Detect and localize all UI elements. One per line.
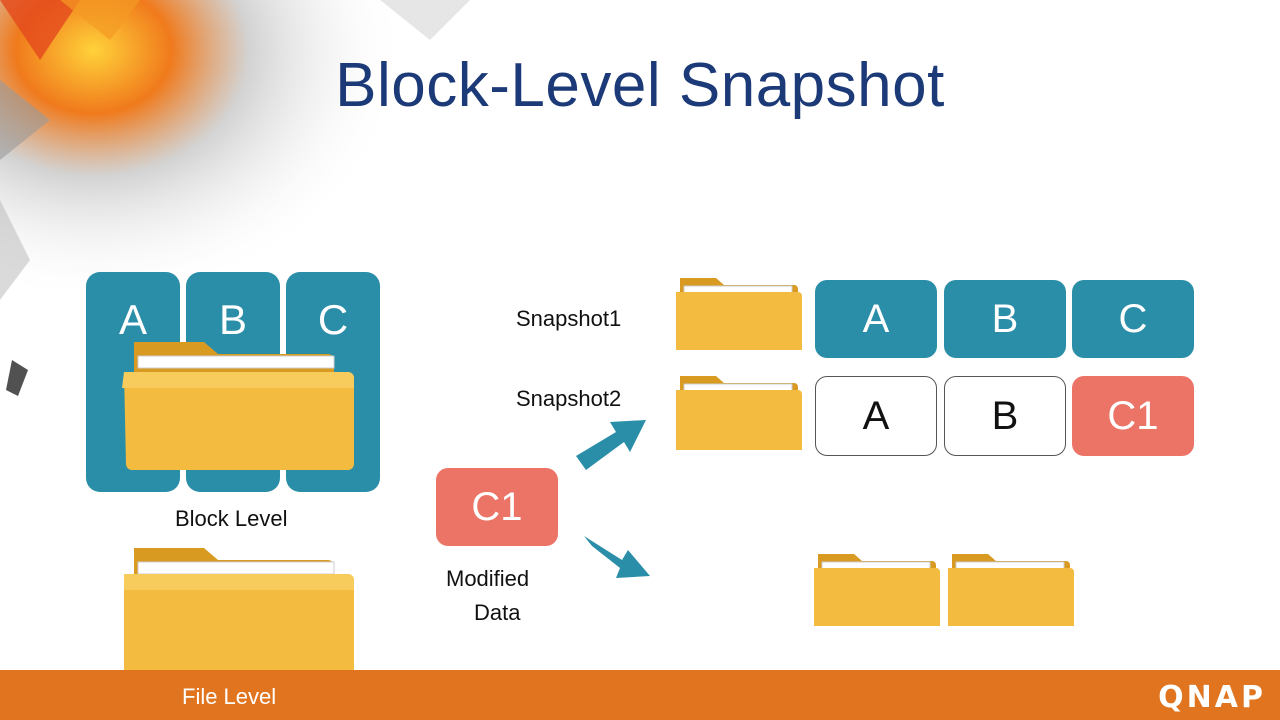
snapshot1-block-b: B [944, 280, 1066, 358]
footer-bar [0, 670, 1280, 720]
modified-label-line2: Data [474, 600, 521, 625]
arrow-up-right-icon [576, 420, 646, 470]
arrow-down-right-icon [584, 536, 650, 578]
snapshot1-block-c: C [1072, 280, 1194, 358]
snapshot2-block-b: B [944, 376, 1066, 456]
file-level-label: File Level [182, 684, 277, 709]
folder-icon [124, 548, 354, 680]
folder-icon [676, 278, 802, 350]
snapshot2-block-c1: C1 [1072, 376, 1194, 456]
modified-label-line1: Modified [446, 566, 530, 591]
slide-title: Block-Level Snapshot [335, 51, 945, 120]
modified-block-c1: C1 [436, 468, 558, 546]
folder-icon [814, 554, 940, 626]
qnap-logo: QNAP [1158, 680, 1266, 715]
folder-icon [122, 342, 354, 470]
snapshot1-label: Snapshot1 [516, 306, 622, 331]
snapshot2-label: Snapshot2 [516, 386, 622, 411]
snapshot2-block-a: A [815, 376, 937, 456]
folder-icon [948, 554, 1074, 626]
folder-icon [676, 376, 802, 450]
snapshot1-block-a: A [815, 280, 937, 358]
block-level-label: Block Level [175, 506, 288, 531]
